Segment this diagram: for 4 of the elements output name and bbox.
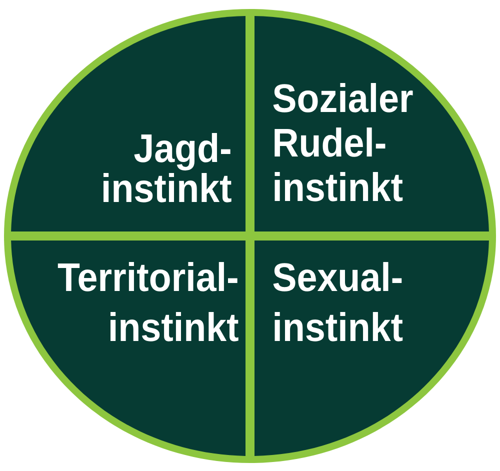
quadrant: Jagd- instinkt (11, 16, 246, 232)
quadrant: Sozialer Rudel- instinkt (254, 16, 489, 232)
quadrant: Territorial- instinkt (11, 240, 246, 456)
quadrant: Sexual- instinkt (254, 240, 489, 456)
